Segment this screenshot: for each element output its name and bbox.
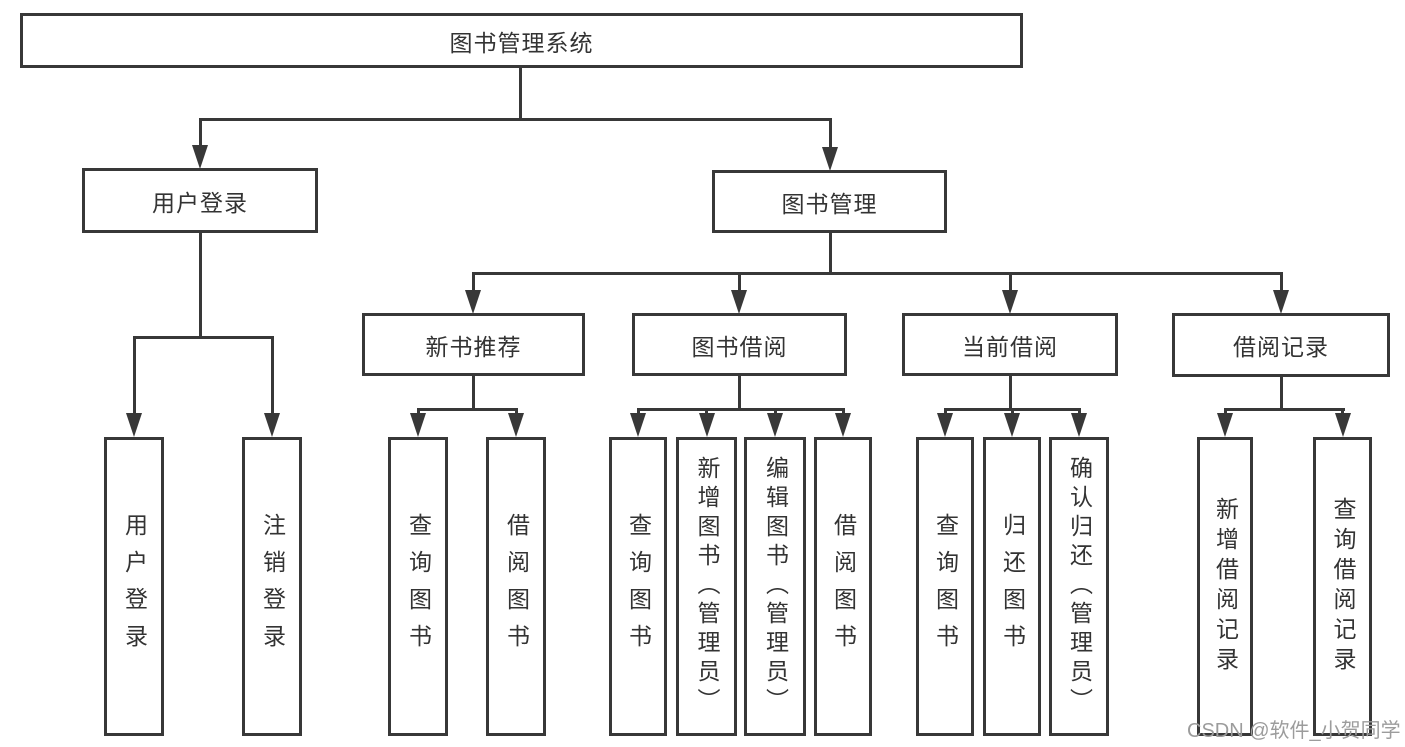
arrowhead-down [767,413,783,437]
connector-line [416,408,518,411]
node-label: 图书管理 [781,190,878,217]
connector-line [1077,408,1081,416]
connector-line [841,408,845,416]
connector-line [636,408,640,416]
node-label: 借阅图书 [503,512,530,661]
connector-line [705,408,708,416]
arrowhead-down [1334,413,1351,437]
node-label: 查询借阅记录 [1330,496,1356,677]
arrowhead-down [1273,290,1289,314]
connector-line [828,233,832,275]
leaf-user-login: 用户登录 [104,437,164,736]
node-label: 确认归还（管理员） [1066,456,1093,717]
connector-line [270,336,274,416]
leaf-query-books-1: 查询图书 [388,437,448,736]
connector-line [198,118,202,150]
node-label: 新书推荐 [425,333,522,360]
arrowhead-down [465,290,481,314]
connector-line [198,118,832,121]
connector-line [1279,272,1283,292]
leaf-confirm-return-admin: 确认归还（管理员） [1049,437,1109,736]
node-borrowing-records: 借阅记录 [1172,313,1390,377]
connector-line [198,233,202,339]
arrowhead-down [698,413,715,437]
arrowhead-down [1004,413,1020,437]
arrowhead-down [822,147,838,171]
leaf-return-books: 归还图书 [983,437,1041,736]
connector-line [737,272,741,292]
connector-line [514,408,518,416]
connector-line [132,336,274,339]
leaf-query-books-3: 查询图书 [916,437,974,736]
connector-line [1223,408,1345,411]
arrowhead-down [410,413,426,437]
watermark-text: CSDN @软件_小贺同学 [1187,720,1401,742]
node-label: 查询图书 [932,512,959,661]
node-book-management: 图书管理 [712,170,947,233]
arrowhead-down [508,413,524,437]
leaf-logout: 注销登录 [242,437,302,736]
connector-line [471,376,475,411]
node-label: 当前借阅 [962,333,1058,360]
node-label: 编辑图书（管理员） [762,456,789,717]
leaf-query-borrow-record: 查询借阅记录 [1313,437,1372,736]
node-label: 新增图书（管理员） [694,456,720,717]
arrowhead-down [630,413,646,437]
connector-line [1279,377,1283,411]
node-label: 用户登录 [121,512,148,661]
node-label: 借阅图书 [830,512,857,661]
connector-line [828,118,832,152]
arrowhead-down [835,413,851,437]
connector-line [636,408,845,411]
leaf-borrow-books-2: 借阅图书 [814,437,872,736]
connector-line [1008,272,1012,292]
leaf-query-books-2: 查询图书 [609,437,667,736]
node-new-book-recommend: 新书推荐 [362,313,585,376]
connector-line [1223,408,1227,416]
connector-line [471,272,1283,275]
node-label: 归还图书 [999,512,1026,661]
connector-line [1010,408,1014,416]
node-book-borrowing: 图书借阅 [632,313,847,376]
node-label: 借阅记录 [1233,334,1329,360]
connector-line [773,408,777,416]
arrowhead-down [731,290,747,314]
connector-line [416,408,420,416]
arrowhead-down [1002,290,1018,314]
leaf-edit-books-admin: 编辑图书（管理员） [744,437,806,736]
node-label: 查询图书 [405,512,432,661]
node-label: 图书管理系统 [449,29,594,56]
node-label: 用户登录 [152,189,248,216]
node-library-management-system: 图书管理系统 [20,13,1023,68]
node-label: 新增借阅记录 [1212,496,1239,677]
node-label: 注销登录 [259,512,286,661]
connector-line [471,272,475,292]
node-user-login: 用户登录 [82,168,318,233]
arrowhead-down [937,413,953,437]
arrowhead-down [192,145,208,169]
arrowhead-down [1217,413,1233,437]
leaf-borrow-books-1: 借阅图书 [486,437,546,736]
arrowhead-down [264,413,280,437]
leaf-add-books-admin: 新增图书（管理员） [676,437,737,736]
node-label: 查询图书 [625,512,652,661]
connector-line [943,408,947,416]
node-label: 图书借阅 [691,333,788,360]
connector-line [1341,408,1344,416]
connector-line [518,68,522,121]
connector-line [1008,376,1012,411]
connector-line [132,336,136,416]
arrowhead-down [1071,413,1087,437]
node-current-borrowing: 当前借阅 [902,313,1118,376]
leaf-add-borrow-record: 新增借阅记录 [1197,437,1253,736]
arrowhead-down [126,413,142,437]
connector-line [737,376,741,411]
